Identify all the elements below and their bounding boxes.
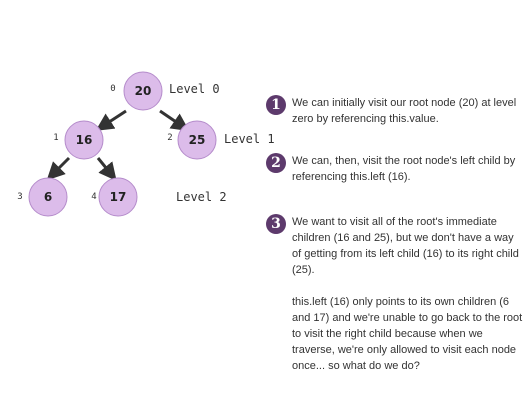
step-2: 2 We can, then, visit the root node's le… [266,153,526,193]
tree-node-value: 25 [189,133,206,147]
step-description: We want to visit all of the root's immed… [292,216,523,372]
level-label-2: Level 2 [176,190,227,204]
edge-20-25 [159,109,190,132]
tree-node-25 [177,120,217,160]
step-description: We can, then, visit the root node's left… [292,155,519,183]
level-label-1: Level 1 [224,132,275,146]
step-3: 3 We want to visit all of the root's imm… [266,214,526,394]
node-index: 2 [167,133,172,143]
edge-16-6 [46,156,71,181]
tree-node-value: 17 [110,190,127,204]
step-number-badge: 3 [266,214,286,234]
tree-node-16 [64,120,104,160]
step-description: We can initially visit our root node (20… [292,97,520,125]
node-index: 3 [17,192,22,202]
edge-16-17 [96,157,117,181]
tree-node-value: 16 [76,133,93,147]
tree-node-6 [28,177,68,217]
tree-node-20 [123,71,163,111]
tree-node-value: 20 [135,84,152,98]
node-index: 0 [110,84,115,94]
level-label-0: Level 0 [169,82,220,96]
tree-node-value: 6 [44,190,52,204]
tree-node-17 [98,177,138,217]
edge-20-16 [95,109,127,131]
node-index: 1 [53,133,58,143]
step-1: 1 We can initially visit our root node (… [266,95,526,135]
step-number-badge: 1 [266,95,286,115]
node-index: 4 [91,192,96,202]
step-number-badge: 2 [266,153,286,173]
